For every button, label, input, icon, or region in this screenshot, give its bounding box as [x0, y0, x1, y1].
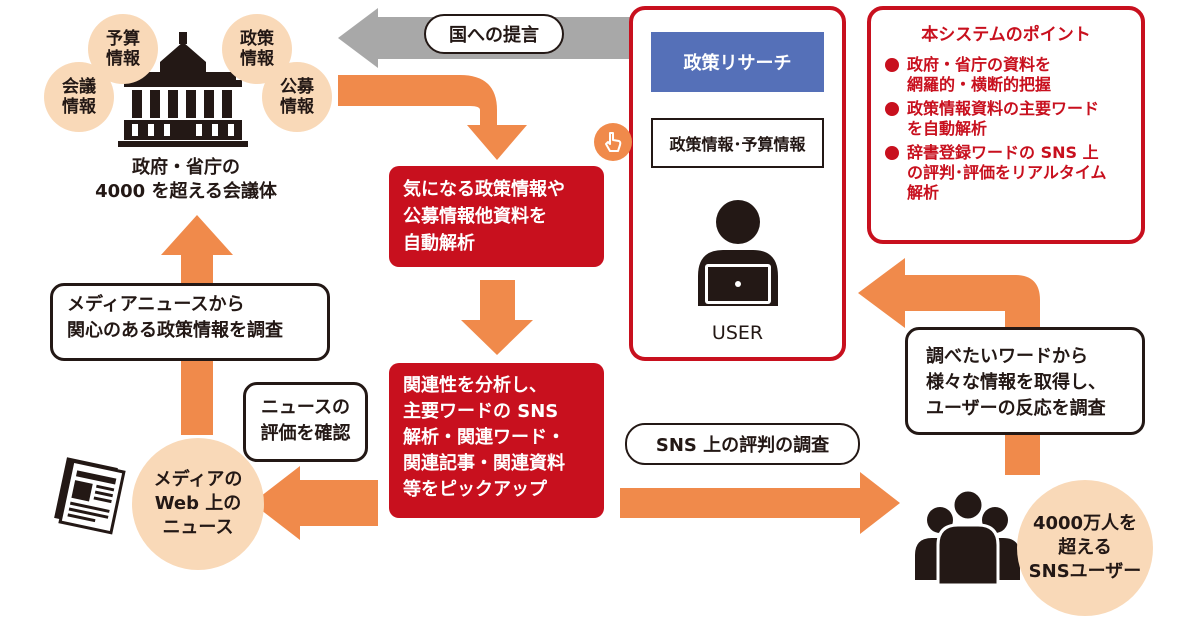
- bullet-icon: [885, 58, 899, 72]
- sns-research-box: 調べたいワードから 様々な情報を取得し、 ユーザーの反応を調査: [905, 327, 1145, 435]
- sns-users-bubble: 4000万人を 超える SNSユーザー: [1017, 480, 1153, 616]
- to-media-arrow: [252, 466, 378, 540]
- point-item-2: 政策情報資料の主要ワード を自動解析: [885, 99, 1127, 139]
- budget-info-label: 予算 情報: [106, 29, 140, 69]
- points-title: 本システムのポイント: [921, 25, 1091, 45]
- auto-analysis-box: 気になる政策情報や 公募情報他資料を 自動解析: [389, 166, 604, 267]
- click-hand-icon: [594, 123, 632, 161]
- public-info-bubble: 公募 情報: [262, 62, 332, 132]
- point-text-2: 政策情報資料の主要ワード を自動解析: [907, 99, 1100, 138]
- gov-to-analysis-arrow: [338, 75, 527, 160]
- user-panel: 政策リサーチ 政策情報･予算情報 USER: [629, 6, 846, 361]
- points-panel: 本システムのポイント 政府・省庁の資料を 網羅的・横断的把握 政策情報資料の主要…: [867, 6, 1145, 244]
- analysis-down-arrow: [461, 280, 533, 355]
- sns-to-user-arrow: [858, 258, 1040, 475]
- media-web-news-bubble: メディアの Web 上の ニュース: [132, 438, 264, 570]
- policy-research-title: 政策リサーチ: [651, 32, 824, 92]
- sns-label-text: SNS 上の評判の調査: [655, 435, 830, 456]
- news-eval-box: ニュースの 評価を確認: [243, 382, 368, 462]
- user-laptop-icon: [698, 200, 778, 306]
- to-sns-arrow: [620, 472, 900, 534]
- point-text-1: 政府・省庁の資料を 網羅的・横断的把握: [907, 55, 1052, 94]
- relation-analysis-box: 関連性を分析し、 主要ワードの SNS 解析・関連ワード・ 関連記事・関連資料 …: [389, 363, 604, 518]
- policy-info-label: 政策 情報: [240, 29, 274, 69]
- media-web-news-label: メディアの Web 上の ニュース: [153, 469, 243, 538]
- media-research-box: メディアニュースから 関心のある政策情報を調査: [50, 283, 330, 361]
- bullet-icon: [885, 146, 899, 160]
- point-item-1: 政府・省庁の資料を 網羅的・横断的把握: [885, 55, 1127, 95]
- sns-label: SNS 上の評判の調査: [625, 423, 860, 465]
- point-text-3: 辞書登録ワードの SNS 上 の評判･評価をリアルタイム 解析: [907, 143, 1107, 202]
- policy-budget-info-button[interactable]: 政策情報･予算情報: [651, 118, 824, 168]
- proposal-label-text: 国への提言: [449, 25, 539, 46]
- government-building-icon: [118, 32, 248, 147]
- point-item-3: 辞書登録ワードの SNS 上 の評判･評価をリアルタイム 解析: [885, 143, 1127, 203]
- proposal-label: 国への提言: [424, 14, 564, 54]
- government-caption-line2: 4000 を超える会議体: [95, 181, 277, 202]
- user-label: USER: [711, 322, 764, 344]
- newspaper-icon: [54, 457, 126, 535]
- public-info-label: 公募 情報: [280, 77, 314, 117]
- people-group-icon: [915, 488, 1020, 587]
- meeting-info-label: 会議 情報: [62, 77, 96, 117]
- sns-users-label: 4000万人を 超える SNSユーザー: [1028, 513, 1142, 582]
- meeting-info-bubble: 会議 情報: [44, 62, 114, 132]
- government-caption: 政府・省庁の 4000 を超える会議体: [76, 156, 296, 204]
- government-caption-line1: 政府・省庁の: [132, 157, 240, 178]
- bullet-icon: [885, 102, 899, 116]
